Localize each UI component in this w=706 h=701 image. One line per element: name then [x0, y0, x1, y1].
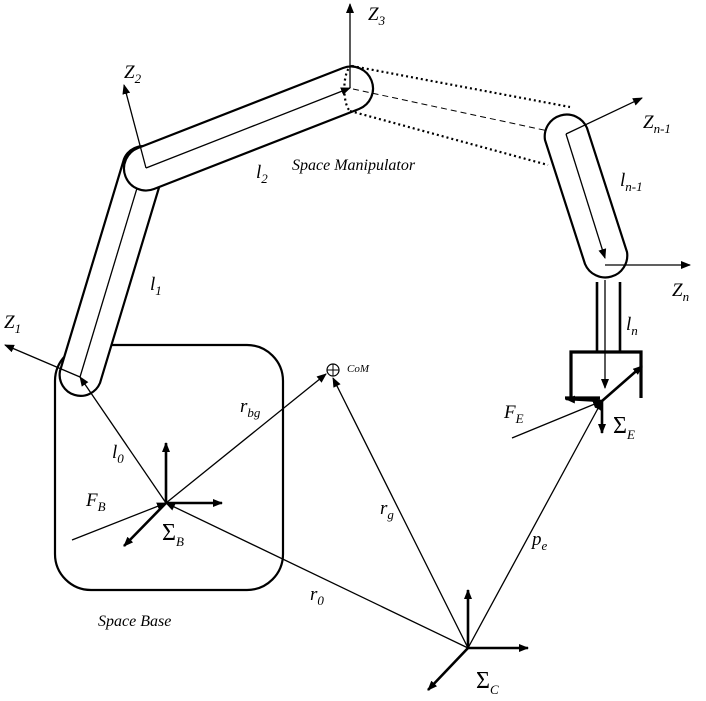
link-ln-1	[543, 113, 629, 279]
rg-label: rg	[380, 498, 394, 522]
l0-label: l0	[112, 442, 124, 466]
z-axes	[4, 3, 691, 378]
z2-label: Z2	[124, 62, 142, 86]
link-ln	[595, 280, 622, 389]
space-base-body	[53, 343, 285, 592]
com-symbol	[326, 363, 340, 377]
fb-label: FB	[85, 490, 106, 514]
z3-label: Z3	[368, 4, 386, 28]
sigma-e-label: ΣE	[613, 413, 635, 442]
virtual-links	[343, 64, 571, 167]
r0-label: r0	[310, 584, 324, 608]
position-vectors	[165, 373, 603, 649]
link-l2	[122, 65, 375, 192]
frame-sigma-e	[565, 365, 643, 434]
frame-sigma-c	[427, 589, 529, 691]
sigma-c-label: ΣC	[476, 668, 499, 697]
zn-1-label: Zn-1	[643, 112, 671, 136]
gripper	[565, 350, 643, 400]
fe-label: FE	[503, 402, 524, 426]
z1-label: Z1	[4, 312, 21, 336]
ln-1-label: ln-1	[620, 170, 643, 194]
base-label: Space Base	[98, 613, 171, 630]
com-label: CoM	[347, 363, 370, 375]
sigma-b-label: ΣB	[162, 520, 184, 549]
l1-label: l1	[150, 274, 162, 298]
zn-label: Zn	[672, 280, 689, 304]
rbg-label: rbg	[240, 396, 261, 420]
l2-label: l2	[256, 162, 268, 186]
l0-vector	[79, 376, 167, 504]
ln-label: ln	[626, 314, 638, 338]
force-fb-vector	[71, 502, 167, 541]
pe-label: pe	[530, 529, 548, 553]
manipulator-label: Space Manipulator	[292, 157, 416, 174]
force-fe-vector	[511, 400, 603, 439]
